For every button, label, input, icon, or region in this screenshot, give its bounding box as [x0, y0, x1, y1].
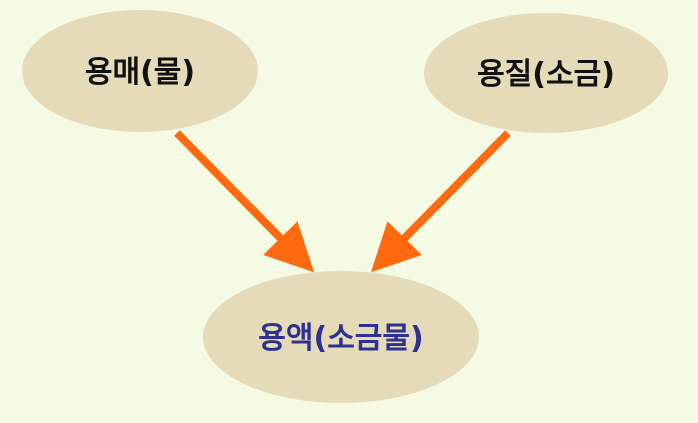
solvent-label: 용매(물) — [85, 55, 195, 90]
node-solvent: 용매(물) — [22, 10, 258, 132]
arrow-solute-to-solution — [370, 130, 511, 273]
solution-ellipse — [203, 271, 479, 403]
solvent-ellipse — [22, 10, 258, 132]
node-solute: 용질(소금) — [424, 13, 668, 133]
solution-label: 용액(소금물) — [258, 321, 423, 356]
node-solution: 용액(소금물) — [203, 271, 479, 403]
solute-label: 용질(소금) — [477, 57, 615, 92]
solute-ellipse — [424, 13, 668, 133]
arrow-solvent-to-solution — [174, 130, 315, 273]
